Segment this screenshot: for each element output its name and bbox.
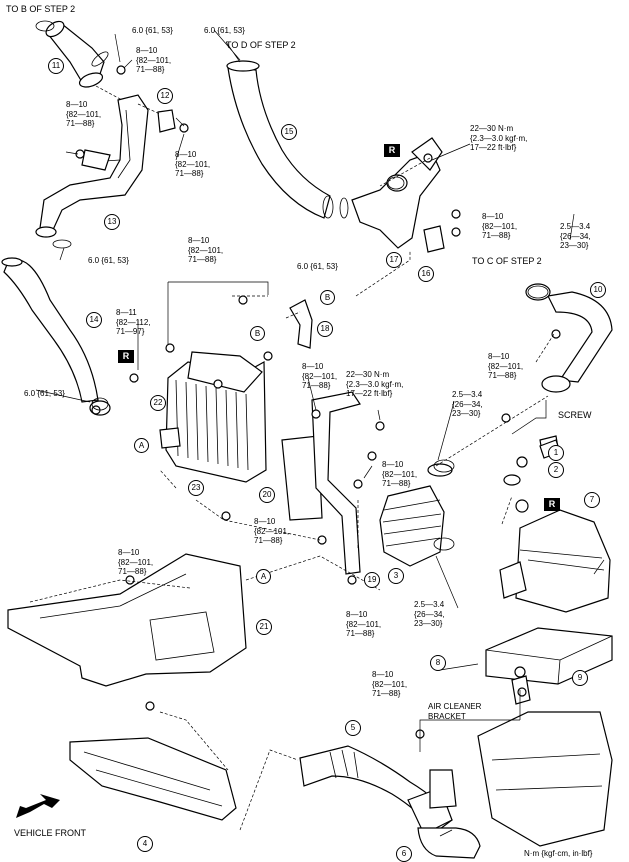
- ref-to-c-step2: TO C OF STEP 2: [472, 256, 542, 266]
- part-10-hose: [525, 283, 613, 393]
- torque-8-10-j: 8—10 {82—101, 71—88}: [118, 548, 154, 576]
- screw-label: SCREW: [558, 410, 592, 420]
- part-8-air-filter: [485, 627, 613, 685]
- torque-8-10-l: 8—10 {82—101, 71—88}: [372, 670, 408, 698]
- ref-b-lower: B: [250, 326, 265, 341]
- torque-2-5-a: 2.5—3.4 {26—34, 23—30}: [560, 222, 591, 250]
- part-20-bracket: [281, 435, 323, 521]
- torque-8-10-g: 8—10 {82—101, 71—88}: [302, 362, 338, 390]
- part-number-4: 4: [137, 836, 153, 852]
- part-number-10: 10: [590, 282, 606, 298]
- torque-6-0-a: 6.0 {61, 53}: [132, 26, 173, 35]
- replace-mark-2: R: [544, 498, 560, 511]
- part-12-bracket: [157, 109, 176, 133]
- part-9-air-cleaner-case: [477, 666, 613, 847]
- part-number-12: 12: [157, 88, 173, 104]
- ref-a-left: A: [134, 438, 149, 453]
- part-number-2: 2: [548, 462, 564, 478]
- torque-8-11: 8—11 {82—112, 71—97}: [116, 308, 151, 336]
- hose-clamps: [35, 20, 549, 551]
- part-19-bracket: [311, 391, 361, 575]
- vehicle-front-label: VEHICLE FRONT: [14, 828, 87, 838]
- part-18-bracket: [289, 299, 313, 349]
- torque-8-10-e: 8—10 {82—101, 71—88}: [482, 212, 518, 240]
- ref-a-lower: A: [256, 569, 271, 584]
- torque-8-10-a: 8—10 {82—101, 71—88}: [136, 46, 172, 74]
- assembly-lines: [29, 85, 555, 831]
- part-13-pipe: [35, 94, 149, 238]
- part-number-20: 20: [259, 487, 275, 503]
- part-7-air-cleaner-cover: [499, 435, 611, 613]
- part-number-5: 5: [345, 720, 361, 736]
- part-6-hose: [417, 827, 481, 859]
- part-number-3: 3: [388, 568, 404, 584]
- part-number-7: 7: [584, 492, 600, 508]
- torque-6-0-b: 6.0 {61, 53}: [204, 26, 245, 35]
- part-number-21: 21: [256, 619, 272, 635]
- part-16-bracket: [423, 225, 445, 253]
- part-number-9: 9: [572, 670, 588, 686]
- part-number-6: 6: [396, 846, 412, 862]
- torque-8-10-i: 8—10 {82—101, 71—88}: [254, 517, 290, 545]
- torque-8-10-d: 8—10 {82—101, 71—88}: [188, 236, 224, 264]
- part-number-18: 18: [317, 321, 333, 337]
- part-number-14: 14: [86, 312, 102, 328]
- part-number-19: 19: [364, 572, 380, 588]
- torque-6-0-d: 6.0 {61, 53}: [297, 262, 338, 271]
- torque-8-10-b: 8—10 {82—101, 71—88}: [66, 100, 102, 128]
- part-21-duct: [7, 553, 247, 687]
- part-3-hose: [379, 463, 453, 567]
- air-cleaner-bracket: [429, 769, 457, 809]
- ref-to-b-step2: TO B OF STEP 2: [6, 4, 76, 14]
- part-number-13: 13: [104, 214, 120, 230]
- replace-mark-17: R: [384, 144, 400, 157]
- part-number-16: 16: [418, 266, 434, 282]
- part-11-hose: [45, 20, 109, 88]
- part-number-23: 23: [188, 480, 204, 496]
- torque-8-10-c: 8—10 {82—101, 71—88}: [175, 150, 211, 178]
- units-label: N·m {kgf·cm, in·lbf}: [524, 849, 593, 858]
- part-5-hose: [299, 745, 453, 835]
- part-number-11: 11: [48, 58, 64, 74]
- torque-2-5-c: 2.5—3.4 {26—34, 23—30}: [414, 600, 445, 628]
- torque-22-30-a: 22—30 N·m {2.3—3.0 kgf·m, 17—22 ft·lbf}: [470, 124, 528, 152]
- torque-6-0-e: 6.0 {61, 53}: [24, 389, 65, 398]
- leader-lines: [35, 29, 605, 837]
- torque-8-10-h: 8—10 {82—101, 71—88}: [382, 460, 418, 488]
- part-number-8: 8: [430, 655, 446, 671]
- replace-mark-22: R: [118, 350, 134, 363]
- air-cleaner-bracket-label: AIR CLEANER BRACKET: [428, 702, 482, 721]
- torque-2-5-b: 2.5—3.4 {26—34, 23—30}: [452, 390, 483, 418]
- torque-8-10-f: 8—10 {82—101, 71—88}: [488, 352, 524, 380]
- part-23-intercooler: [159, 351, 267, 483]
- part-4-duct: [69, 737, 237, 821]
- ref-to-d-step2: TO D OF STEP 2: [226, 40, 296, 50]
- torque-8-10-k: 8—10 {82—101, 71—88}: [346, 610, 382, 638]
- part-15-hose: [226, 60, 334, 219]
- torque-22-30-b: 22—30 N·m {2.3—3.0 kgf·m, 17—22 ft·lbf}: [346, 370, 404, 398]
- vehicle-front-arrow: [16, 794, 60, 818]
- part-number-1: 1: [548, 445, 564, 461]
- torque-6-0-c: 6.0 {61, 53}: [88, 256, 129, 265]
- part-number-17: 17: [386, 252, 402, 268]
- part-number-15: 15: [281, 124, 297, 140]
- ref-b-upper: B: [320, 290, 335, 305]
- part-number-22: 22: [150, 395, 166, 411]
